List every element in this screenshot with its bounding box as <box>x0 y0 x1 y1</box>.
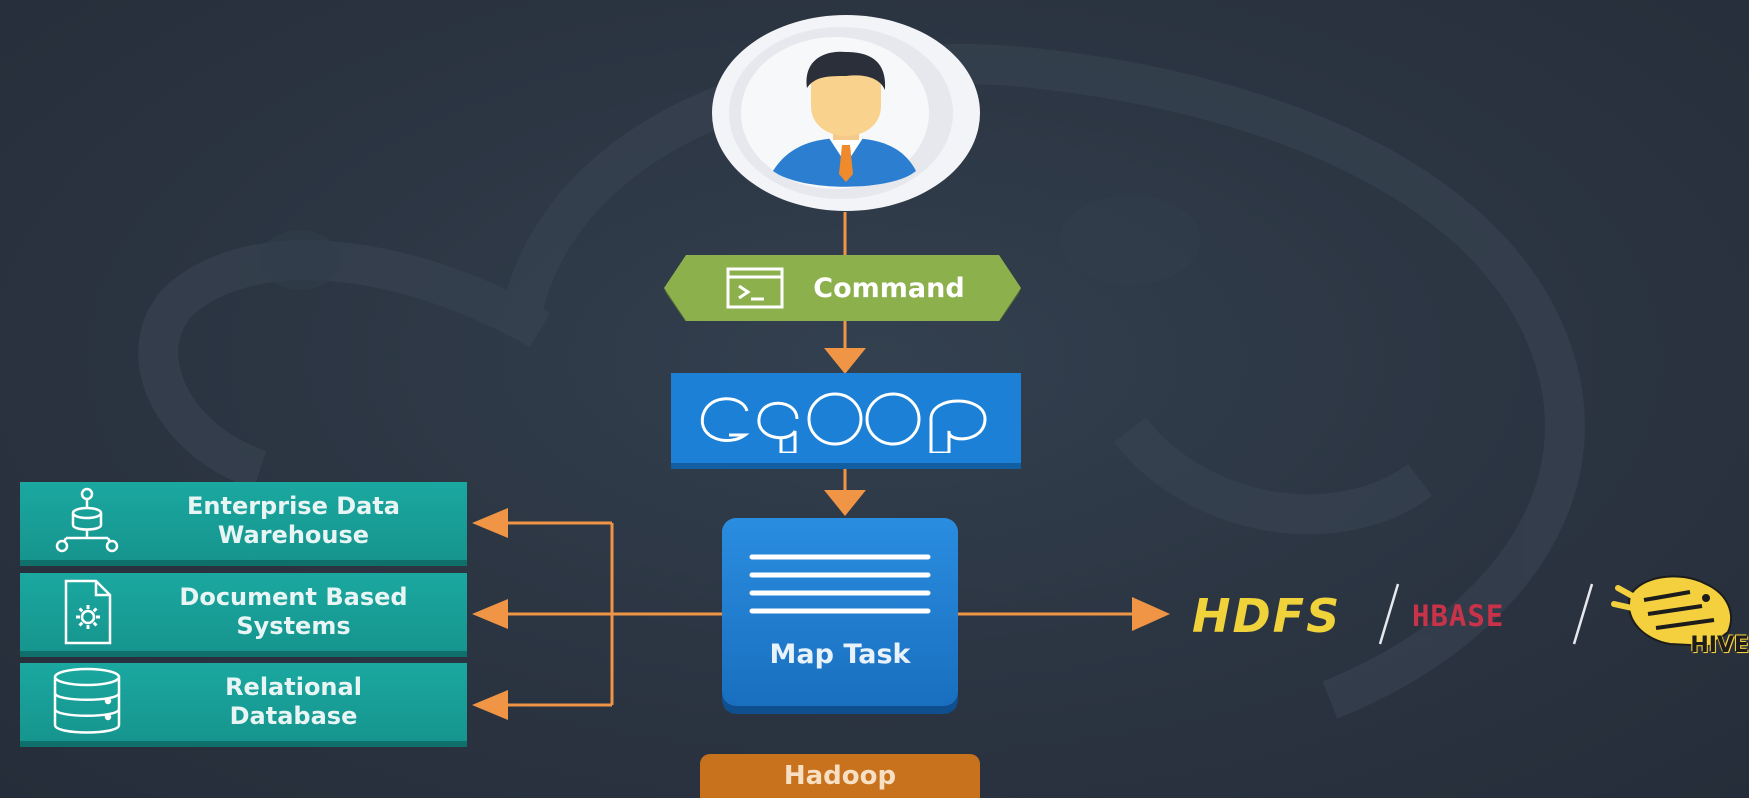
terminal-icon <box>726 267 784 309</box>
sqoop-box <box>671 373 1021 463</box>
source-label: Document Based Systems <box>120 582 467 642</box>
source-relational-database: Relational Database <box>20 663 467 741</box>
map-task-label: Map Task <box>769 638 911 670</box>
source-label-line2: Warehouse <box>217 521 370 549</box>
arrowhead-targets <box>1132 597 1170 631</box>
source-label-line1: Document Based <box>179 583 408 611</box>
database-icon <box>53 667 121 734</box>
source-document-based-systems: Document Based Systems <box>20 573 467 651</box>
map-task-box: Map Task <box>722 518 958 706</box>
source-label-line1: Enterprise Data <box>186 492 400 520</box>
hadoop-label: Hadoop <box>700 754 980 798</box>
arrowhead-maptask <box>824 490 866 516</box>
slash-divider <box>1378 583 1400 645</box>
hive-logo: HIVE <box>1610 570 1749 662</box>
hive-bee-icon <box>1611 575 1732 648</box>
user-avatar <box>711 14 981 212</box>
arrowhead-warehouse <box>472 508 508 538</box>
arrowhead-sqoop <box>824 348 866 374</box>
source-label-line2: Systems <box>236 612 351 640</box>
hive-label: HIVE <box>1690 632 1749 658</box>
command-banner: Command <box>664 255 1021 321</box>
user-icon <box>712 15 980 211</box>
sqoop-logo <box>700 392 987 453</box>
command-banner-shape <box>664 255 1021 321</box>
data-warehouse-icon <box>55 487 119 553</box>
hbase-logo: HBASE <box>1412 599 1505 633</box>
slash-divider <box>1572 583 1594 645</box>
document-lines-icon <box>749 554 931 614</box>
hdfs-logo: HDFS <box>1192 589 1342 643</box>
document-gear-icon <box>64 579 112 645</box>
source-label-line2: Database <box>229 702 358 730</box>
source-label: Relational Database <box>120 672 467 732</box>
command-label: Command <box>813 272 965 304</box>
source-enterprise-data-warehouse: Enterprise Data Warehouse <box>20 482 467 560</box>
source-label-line1: Relational <box>225 673 362 701</box>
arrowhead-database <box>472 690 508 720</box>
arrowhead-document <box>472 599 508 629</box>
source-label: Enterprise Data Warehouse <box>120 491 467 551</box>
